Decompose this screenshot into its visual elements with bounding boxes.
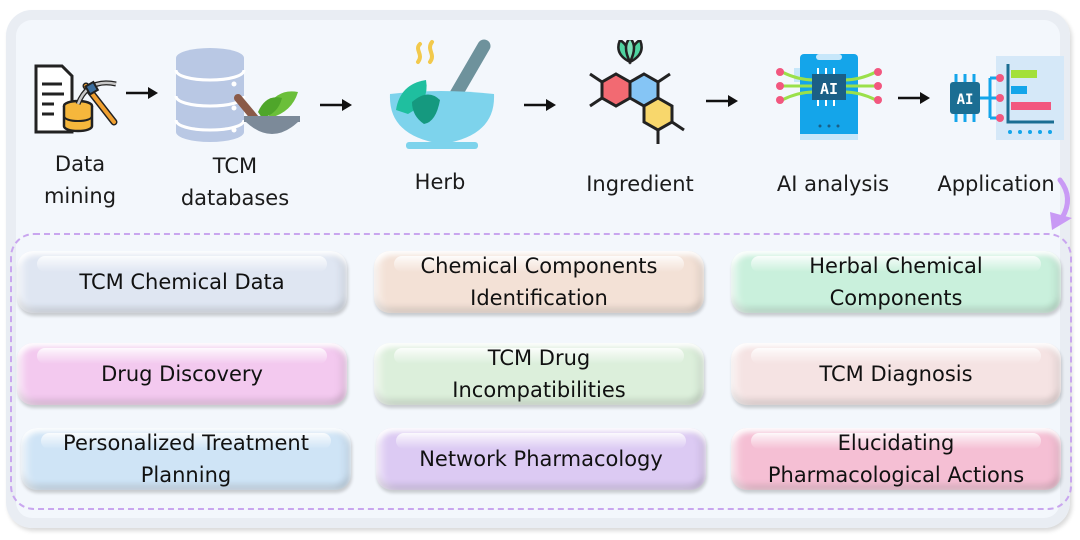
- arrow-right-icon: [126, 87, 158, 99]
- application-drug-discovery: Drug Discovery: [17, 343, 347, 405]
- step-tcm-databases: TCM databases: [170, 46, 300, 216]
- svg-text:AI: AI: [957, 92, 974, 108]
- arrow-right-icon: [524, 99, 556, 111]
- ai-chip-icon: AI: [776, 54, 882, 140]
- molecule-icon: [589, 40, 685, 144]
- step-herb: Herb: [380, 36, 500, 206]
- svg-text:AI: AI: [820, 80, 838, 98]
- arrow-right-icon: [320, 99, 352, 111]
- mortar-herb-icon: [389, 39, 495, 149]
- step-application: AI Application: [928, 52, 1064, 212]
- step-ai-analysis: AI AI analysis: [768, 50, 898, 210]
- step-label: AI analysis: [776, 172, 890, 196]
- application-network-pharmacology: Network Pharmacology: [376, 428, 706, 490]
- applications-region: [10, 233, 1072, 510]
- step-label: Data mining: [43, 152, 117, 208]
- step-label: Herb: [414, 170, 466, 194]
- step-label: Ingredient: [586, 172, 694, 196]
- arrow-right-icon: [706, 95, 738, 107]
- step-label: Application: [937, 172, 1055, 196]
- data-mining-icon: [34, 64, 118, 134]
- arrow-right-icon: [898, 92, 930, 104]
- ai-chart-icon: AI: [950, 56, 1064, 140]
- application-tcm-chemical-data: TCM Chemical Data: [17, 251, 347, 313]
- step-label: TCM databases: [180, 154, 290, 210]
- application-tcm-diagnosis: TCM Diagnosis: [731, 343, 1061, 405]
- database-herb-icon: [174, 48, 300, 142]
- step-ingredient: Ingredient: [578, 40, 702, 210]
- curved-arrow-down-icon: [1050, 177, 1072, 230]
- step-data-mining: Data mining: [30, 60, 130, 220]
